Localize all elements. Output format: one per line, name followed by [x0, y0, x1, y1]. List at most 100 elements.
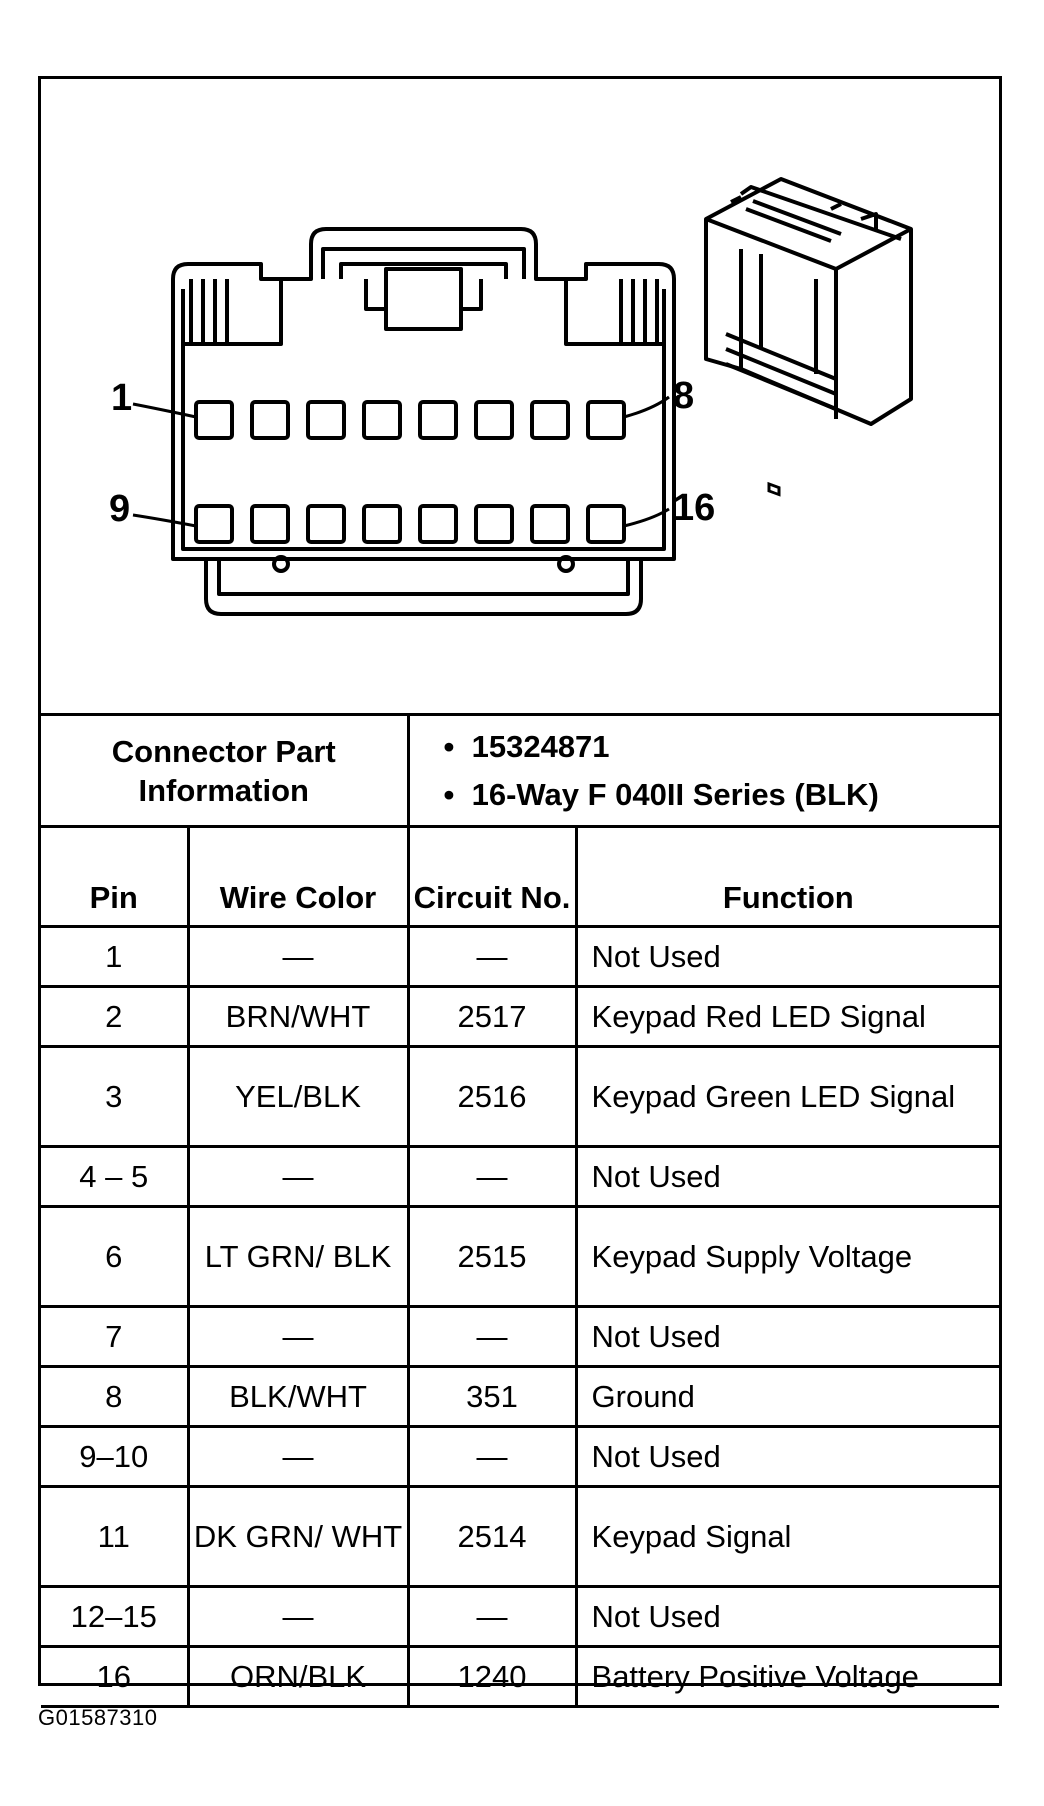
pin-cell: 6 [41, 1205, 190, 1308]
pin-cavity [194, 504, 234, 544]
pin-cell: 7 [41, 1305, 190, 1368]
wire-color-cell: — [186, 1305, 410, 1368]
wire-color-cell: ORN/BLK [186, 1645, 410, 1708]
function-cell: Ground [574, 1365, 1000, 1428]
pin-cavity [418, 504, 458, 544]
connector-part-info-values: 15324871 16-Way F 040II Series (BLK) [406, 713, 1000, 828]
pin-cell: 4 – 5 [41, 1145, 190, 1208]
pin-cavity [362, 400, 402, 440]
pin-cell: 1 [41, 925, 190, 988]
col-header-pin: Pin [41, 825, 190, 928]
wire-color-cell: LT GRN/ BLK [186, 1205, 410, 1308]
pin-cavity [194, 400, 234, 440]
col-header-wire-color: Wire Color [186, 825, 410, 928]
table-row: 1——Not Used [41, 925, 1000, 988]
pin-cell: 16 [41, 1645, 190, 1708]
function-cell: Not Used [574, 925, 1000, 988]
connector-diagram: 1 8 9 16 [41, 79, 999, 713]
function-cell: Keypad Green LED Signal [574, 1045, 1000, 1148]
wire-color-cell: — [186, 925, 410, 988]
pin-cavity [250, 400, 290, 440]
function-cell: Not Used [574, 1305, 1000, 1368]
connector-iso-view [704, 177, 913, 426]
connector-part-info-label: Connector Part Information [41, 713, 410, 828]
pin-cell: 3 [41, 1045, 190, 1148]
latch [321, 247, 526, 279]
circuit-no-cell: — [406, 925, 578, 988]
circuit-no-cell: 2517 [406, 985, 578, 1048]
function-cell: Not Used [574, 1585, 1000, 1648]
function-cell: Battery Positive Voltage [574, 1645, 1000, 1708]
connector-pinout-table: Connector Part Information 15324871 16-W… [41, 713, 1000, 1708]
pin-cavity [586, 400, 626, 440]
wire-color-cell: YEL/BLK [186, 1045, 410, 1148]
part-number: 15324871 [444, 723, 1000, 771]
pin-cavity [586, 504, 626, 544]
pin-cavity [530, 504, 570, 544]
pin-cell: 8 [41, 1365, 190, 1428]
wire-color-cell: — [186, 1585, 410, 1648]
connector-inner-outline [181, 289, 666, 551]
diagram-frame: 1 8 9 16 Connector Part Information 1532… [38, 76, 1002, 1708]
pin-cavities-bottom-row [194, 504, 626, 544]
pin-cavity [474, 504, 514, 544]
leader-line [132, 513, 197, 528]
wire-color-cell: BLK/WHT [186, 1365, 410, 1428]
pin-cell: 12–15 [41, 1585, 190, 1648]
pin-cavity [250, 504, 290, 544]
function-cell: Keypad Signal [574, 1485, 1000, 1588]
figure-id: G01587310 [38, 1705, 158, 1730]
connector-body-outline [171, 227, 676, 561]
pin-cell: 11 [41, 1485, 190, 1588]
connector-face-drawing [132, 177, 913, 616]
wire-color-cell: DK GRN/ WHT [186, 1485, 410, 1588]
circuit-no-cell: 2515 [406, 1205, 578, 1308]
circuit-no-cell: 2516 [406, 1045, 578, 1148]
pin-cavities-top-row [194, 400, 626, 440]
col-header-function: Function [574, 825, 1000, 928]
function-cell: Not Used [574, 1425, 1000, 1488]
function-cell: Keypad Supply Voltage [574, 1205, 1000, 1308]
function-cell: Keypad Red LED Signal [574, 985, 1000, 1048]
connector-series: 16-Way F 040II Series (BLK) [444, 771, 1000, 819]
table-row: 4 – 5——Not Used [41, 1145, 1000, 1208]
leader-line [132, 402, 197, 419]
leader-line [623, 395, 670, 419]
pin-cell: 2 [41, 985, 190, 1048]
pin-cavity [418, 400, 458, 440]
circuit-no-cell: — [406, 1145, 578, 1208]
col-header-circuit-no: Circuit No. [406, 825, 578, 928]
wire-color-cell: — [186, 1425, 410, 1488]
table-row: 9–10——Not Used [41, 1425, 1000, 1488]
circuit-no-cell: — [406, 1425, 578, 1488]
pin-label-1: 1 [111, 377, 133, 419]
pin-cavity [306, 504, 346, 544]
pin-cavity [362, 504, 402, 544]
leader-line [623, 507, 670, 528]
table-header-row: Pin Wire Color Circuit No. Function [41, 825, 1000, 928]
circuit-no-cell: — [406, 1305, 578, 1368]
pin-cell: 9–10 [41, 1425, 190, 1488]
pin-cavity [530, 400, 570, 440]
pin-cavity [306, 400, 346, 440]
circuit-no-cell: — [406, 1585, 578, 1648]
circuit-no-cell: 1240 [406, 1645, 578, 1708]
pin-label-9: 9 [109, 488, 131, 530]
pin-label-8: 8 [673, 375, 695, 417]
function-cell: Not Used [574, 1145, 1000, 1208]
pin-cavity [474, 400, 514, 440]
pin-label-16: 16 [673, 487, 716, 529]
circuit-no-cell: 351 [406, 1365, 578, 1428]
connector-part-info-row: Connector Part Information 15324871 16-W… [41, 713, 1000, 828]
table-row: 7——Not Used [41, 1305, 1000, 1368]
wire-color-cell: BRN/WHT [186, 985, 410, 1048]
table-row: 12–15——Not Used [41, 1585, 1000, 1648]
wire-color-cell: — [186, 1145, 410, 1208]
